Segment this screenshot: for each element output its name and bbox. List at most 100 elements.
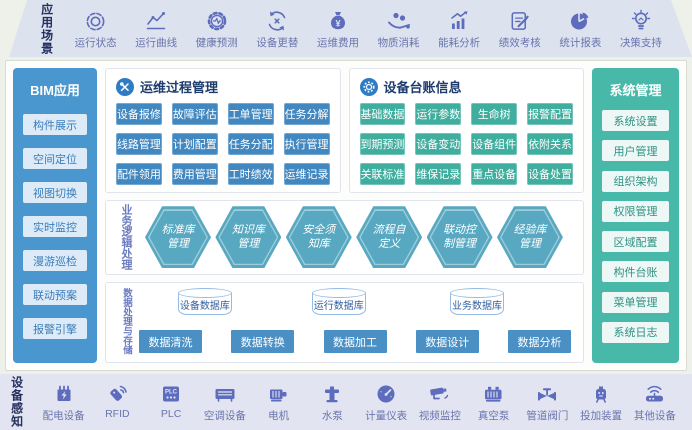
ops-btn-task-split[interactable]: 任务分解 (283, 103, 330, 125)
device-item-other[interactable]: 其他设备 (632, 381, 678, 423)
bim-item-linkage-plan[interactable]: 联动预案 (23, 284, 87, 305)
ledger-btn-run-params[interactable]: 运行参数 (415, 103, 462, 125)
ledger-btn-life-tree[interactable]: 生命树 (471, 103, 518, 125)
ledger-btn-maint-record[interactable]: 维保记录 (415, 163, 462, 185)
sys-item-permission[interactable]: 权限管理 (602, 200, 669, 222)
ops-btn-parts-use[interactable]: 配件领用 (116, 163, 162, 185)
ledger-btn-key-device[interactable]: 重点设备 (471, 163, 518, 185)
ledger-btn-device-parts[interactable]: 设备组件 (471, 133, 518, 155)
ops-btn-exec-manage[interactable]: 执行管理 (283, 133, 330, 155)
ledger-btn-dependency[interactable]: 依附关系 (527, 133, 573, 155)
scenario-item-om-cost[interactable]: ¥ 运维费用 (315, 8, 361, 50)
cylinder-top (450, 287, 505, 298)
ledger-btn-expire-predict[interactable]: 到期预测 (359, 133, 406, 155)
ops-panel-header: 运维过程管理 (116, 77, 330, 96)
ops-btn-repair[interactable]: 设备报修 (116, 103, 162, 125)
sys-item-region[interactable]: 区域配置 (602, 231, 669, 253)
ops-btn-hours-perf[interactable]: 工时绩效 (227, 163, 274, 185)
ops-btn-task-assign[interactable]: 任务分配 (227, 133, 274, 155)
ledger-btn-related-standard[interactable]: 关联标准 (359, 163, 406, 185)
data-btn-transform[interactable]: 数据转换 (231, 330, 295, 353)
scenario-item-run-curve[interactable]: 运行曲线 (133, 8, 179, 50)
scenario-item-health-predict[interactable]: 健康预测 (194, 8, 240, 50)
device-item-rfid[interactable]: RFID (94, 381, 140, 423)
device-item-plc[interactable]: PLC PLC (148, 381, 194, 423)
data-buttons-row: 数据清洗 数据转换 数据加工 数据设计 数据分析 (139, 330, 571, 353)
svg-text:¥: ¥ (335, 18, 340, 28)
device-item-ac[interactable]: 空调设备 (202, 381, 248, 423)
tools-icon (116, 77, 134, 96)
hex-standard-library[interactable]: 标准库 管理 (145, 206, 211, 269)
device-label: 配电设备 (42, 410, 85, 422)
data-btn-analysis[interactable]: 数据分析 (508, 330, 571, 353)
bim-item-space-locate[interactable]: 空间定位 (23, 148, 87, 169)
device-item-cctv[interactable]: 视频监控 (417, 381, 463, 423)
hex-linkage-control[interactable]: 联动控 制管理 (426, 206, 493, 269)
sys-item-org[interactable]: 组织架构 (602, 170, 669, 192)
business-database-cylinder[interactable]: 业务数据库 (450, 287, 505, 315)
top-band-items: 运行状态 运行曲线 健康预测 设备更替 ¥ 运维费用 物质消耗 能耗分析 绩效考 (53, 8, 692, 50)
bim-item-view-switch[interactable]: 视图切换 (23, 182, 87, 203)
bim-item-roam-inspect[interactable]: 漫游巡检 (23, 250, 87, 271)
device-item-meter[interactable]: 计量仪表 (363, 381, 409, 423)
ops-panel-title: 运维过程管理 (140, 80, 219, 95)
device-item-dosing[interactable]: 投加装置 (578, 381, 624, 423)
hex-safety-notice-library[interactable]: 安全须 知库 (285, 206, 352, 269)
sys-item-log[interactable]: 系统日志 (602, 321, 669, 343)
bim-item-realtime-monitor[interactable]: 实时监控 (23, 216, 87, 237)
scenario-item-report[interactable]: 统计报表 (557, 8, 603, 50)
device-item-motor[interactable]: 电机 (256, 381, 302, 423)
sys-item-menu[interactable]: 菜单管理 (602, 291, 669, 313)
data-panel-content: 设备数据库 运行数据库 业务数据库 数据清洗 数据转换 数据加工 数据设计 数据… (139, 287, 571, 355)
ledger-panel-title: 设备台账信息 (383, 80, 462, 95)
scenario-item-decision[interactable]: 决策支持 (618, 8, 664, 50)
rfid-tag-icon (105, 381, 130, 406)
hex-process-custom[interactable]: 流程自 定义 (356, 206, 423, 269)
bim-item-component-display[interactable]: 构件展示 (23, 114, 87, 135)
data-btn-cleaning[interactable]: 数据清洗 (139, 330, 202, 353)
bottom-band-items: 配电设备 RFID PLC PLC 空调设备 电机 水泵 计量仪表 视频监控 (23, 381, 678, 423)
ledger-btn-device-change[interactable]: 设备变动 (415, 133, 462, 155)
hex-knowledge-library[interactable]: 知识库 管理 (215, 206, 282, 269)
bars-up-icon (447, 8, 471, 33)
ops-btn-om-record[interactable]: 运维记录 (283, 163, 330, 185)
scenario-item-performance[interactable]: 绩效考核 (497, 8, 543, 50)
vacuum-pump-icon (481, 381, 506, 406)
plc-box-icon: PLC (159, 381, 183, 406)
cctv-camera-icon (427, 381, 452, 406)
scenario-label: 能耗分析 (438, 36, 481, 49)
bottom-band-label: 设备感知 (9, 376, 24, 428)
device-item-vacuum-pump[interactable]: 真空泵 (471, 381, 517, 423)
scenario-label: 物质消耗 (377, 36, 420, 49)
bim-panel-items: 构件展示 空间定位 视图切换 实时监控 漫游巡检 联动预案 报警引擎 (13, 101, 97, 352)
scenario-item-material-consume[interactable]: 物质消耗 (376, 8, 422, 50)
bim-item-alarm-engine[interactable]: 报警引擎 (23, 318, 87, 339)
data-btn-design[interactable]: 数据设计 (415, 330, 479, 353)
ledger-btn-base-data[interactable]: 基础数据 (359, 103, 406, 125)
top-band-label: 应用场景 (39, 2, 54, 55)
ledger-btn-alarm-config[interactable]: 报警配置 (527, 103, 573, 125)
device-database-cylinder[interactable]: 设备数据库 (177, 287, 232, 315)
ops-buttons-grid: 设备报修 故障评估 工单管理 任务分解 线路管理 计划配置 任务分配 执行管理 … (116, 103, 330, 185)
main-container: BIM应用 构件展示 空间定位 视图切换 实时监控 漫游巡检 联动预案 报警引擎… (5, 60, 687, 371)
ops-btn-workorder[interactable]: 工单管理 (227, 103, 274, 125)
device-item-water-pump[interactable]: 水泵 (309, 381, 355, 423)
hex-experience-library[interactable]: 经验库 管理 (496, 206, 563, 269)
ops-btn-plan-config[interactable]: 计划配置 (171, 133, 218, 155)
scenario-item-energy-analysis[interactable]: 能耗分析 (436, 8, 482, 50)
motor-icon (266, 381, 291, 406)
runtime-database-cylinder[interactable]: 运行数据库 (311, 287, 366, 315)
device-item-valve[interactable]: 管道阀门 (524, 381, 570, 423)
data-btn-processing[interactable]: 数据加工 (323, 330, 387, 353)
scenario-item-device-renew[interactable]: 设备更替 (254, 8, 300, 50)
ops-btn-cost-manage[interactable]: 费用管理 (171, 163, 218, 185)
scenario-item-run-status[interactable]: 运行状态 (73, 8, 119, 50)
sys-item-settings[interactable]: 系统设置 (602, 110, 669, 132)
ops-btn-fault-assess[interactable]: 故障评估 (171, 103, 218, 125)
sys-item-users[interactable]: 用户管理 (602, 140, 669, 162)
device-item-power[interactable]: 配电设备 (41, 381, 87, 423)
ops-btn-route-manage[interactable]: 线路管理 (116, 133, 162, 155)
scenario-label: 统计报表 (559, 36, 602, 49)
sys-item-component-ledger[interactable]: 构件台账 (602, 261, 669, 283)
ledger-btn-disposal[interactable]: 设备处置 (527, 163, 573, 185)
